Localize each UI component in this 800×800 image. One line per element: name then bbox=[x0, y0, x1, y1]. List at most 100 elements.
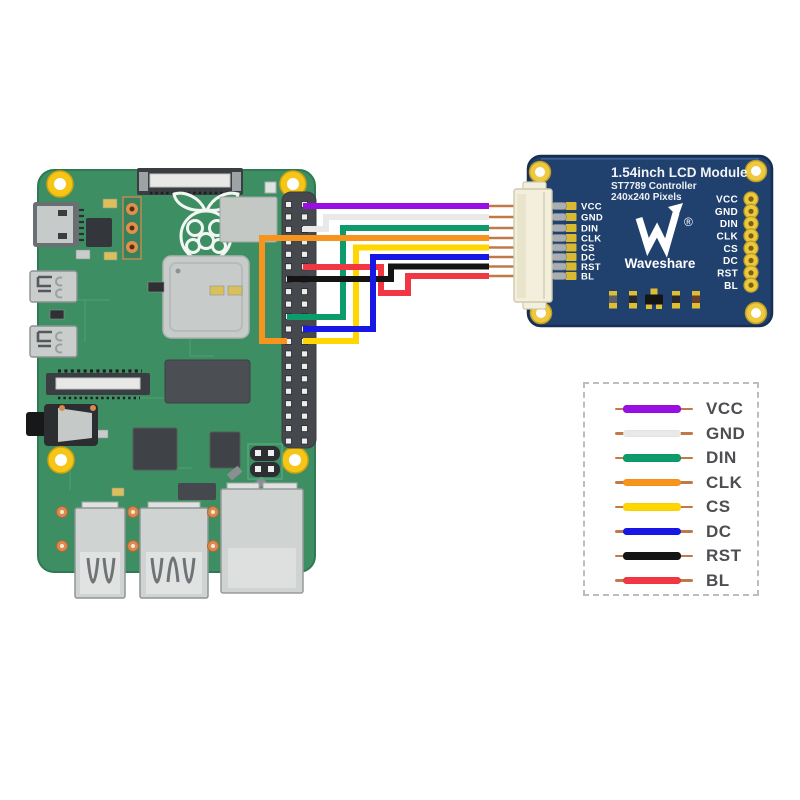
gpio-pin bbox=[301, 425, 308, 433]
pcb-vias bbox=[56, 506, 219, 552]
lcd-left-pin-labels: VCC GND DIN CLK CS DC RST BL bbox=[581, 202, 603, 283]
gpio-pin bbox=[301, 400, 308, 408]
solder-pad bbox=[565, 234, 577, 242]
brand-label: Waveshare bbox=[625, 256, 696, 271]
chip bbox=[86, 218, 112, 247]
legend-wire-swatch bbox=[615, 478, 693, 487]
wire-clk bbox=[259, 235, 489, 344]
gpio-pin bbox=[285, 300, 292, 308]
legend-wire-swatch bbox=[615, 405, 693, 413]
legend-wire-swatch bbox=[615, 454, 693, 462]
gpio-pin bbox=[301, 387, 308, 395]
camera-ribbon-connector bbox=[137, 168, 243, 195]
crimp-contact bbox=[551, 234, 567, 242]
wire-copper-tips bbox=[486, 204, 516, 278]
solder-pad bbox=[565, 243, 577, 252]
gpio-pin bbox=[285, 201, 292, 208]
chip bbox=[209, 431, 241, 469]
usb-stack-2 bbox=[139, 501, 209, 599]
legend-label: RST bbox=[706, 546, 742, 566]
smd-component bbox=[264, 181, 277, 194]
lcd-breakout-pads bbox=[743, 191, 759, 293]
legend-row: CLK bbox=[585, 471, 757, 496]
legend-label: DC bbox=[706, 521, 732, 541]
lcd-smd-components bbox=[609, 288, 700, 309]
pad-label: BL bbox=[724, 281, 738, 292]
legend-row: DC bbox=[585, 520, 757, 545]
pi-mounting-holes bbox=[46, 170, 309, 474]
usb-port-side-2 bbox=[29, 325, 78, 358]
gpio-pin bbox=[285, 412, 292, 420]
solder-pad bbox=[565, 213, 577, 221]
wire-cs bbox=[303, 244, 489, 344]
gpio-pin bbox=[285, 400, 292, 408]
legend-label: GND bbox=[706, 423, 746, 443]
usb-port-side-1 bbox=[29, 270, 78, 303]
gpio-pin bbox=[285, 250, 292, 258]
crimp-contact bbox=[551, 272, 567, 280]
gpio-pin bbox=[301, 412, 308, 420]
gpio-pin bbox=[301, 250, 308, 258]
gpio-pin bbox=[285, 437, 292, 445]
breakout-pad-hole bbox=[748, 196, 754, 202]
lcd-title: 1.54inch LCD Module bbox=[611, 165, 748, 180]
wire-dc bbox=[303, 254, 489, 332]
breakout-pad-hole bbox=[748, 245, 754, 251]
wire-gnd bbox=[303, 214, 489, 232]
legend-wire-swatch bbox=[615, 429, 693, 438]
legend-wire-swatch bbox=[615, 576, 693, 585]
registered-mark: ® bbox=[684, 215, 693, 229]
pin-label: DIN bbox=[581, 224, 598, 235]
audio-jack bbox=[26, 404, 98, 446]
gpio-pin bbox=[285, 387, 292, 395]
legend-label: BL bbox=[706, 570, 730, 590]
usb-stack-1 bbox=[74, 501, 126, 599]
jst-connector bbox=[513, 181, 577, 310]
gpio-pin bbox=[285, 263, 292, 271]
pin-label: BL bbox=[581, 272, 594, 283]
legend-row: GND bbox=[585, 422, 757, 447]
pin-label: RST bbox=[581, 262, 601, 273]
pin-label: DC bbox=[581, 253, 595, 264]
legend-row: CS bbox=[585, 495, 757, 520]
pad-label: CLK bbox=[717, 232, 739, 243]
breakout-pad-hole bbox=[748, 270, 754, 276]
legend-label: VCC bbox=[706, 399, 744, 419]
legend-row: RST bbox=[585, 544, 757, 569]
hdmi-port bbox=[33, 202, 84, 247]
pin-label: GND bbox=[581, 213, 603, 224]
pad-label: RST bbox=[717, 269, 738, 280]
pin-label: VCC bbox=[581, 202, 602, 213]
gpio-pin bbox=[301, 300, 308, 308]
lcd-right-pad-labels: VCC GND DIN CLK CS DC RST BL bbox=[715, 195, 739, 293]
wire-bl bbox=[303, 264, 489, 296]
wire-rst bbox=[287, 263, 489, 282]
smd-components bbox=[49, 198, 267, 497]
wire-color-legend: VCC GND DIN CLK CS DC RST BL bbox=[583, 382, 759, 596]
crimp-contact bbox=[551, 262, 567, 271]
gpio-pin bbox=[301, 375, 308, 383]
gpio-pin bbox=[285, 213, 292, 221]
display-ribbon-connector bbox=[46, 369, 150, 400]
legend-label: DIN bbox=[706, 448, 737, 468]
gpio-pin bbox=[301, 437, 308, 445]
legend-wire-swatch bbox=[615, 527, 693, 536]
pin-label: CS bbox=[581, 243, 595, 254]
breakout-pad-hole bbox=[748, 208, 754, 214]
lcd-module-board: 1.54inch LCD Module ST7789 Controller 24… bbox=[513, 154, 774, 328]
chip bbox=[178, 483, 216, 500]
crimp-contact bbox=[551, 202, 567, 210]
pad-label: DIN bbox=[720, 219, 738, 230]
metal-shield bbox=[219, 196, 278, 243]
gpio-pin bbox=[285, 325, 292, 333]
pin-header-2x2 bbox=[247, 443, 283, 480]
gpio-pin bbox=[301, 350, 308, 358]
lcd-controller: ST7789 Controller bbox=[611, 181, 697, 192]
crimp-contact bbox=[551, 253, 567, 261]
chip bbox=[132, 427, 178, 471]
breakout-pad-hole bbox=[748, 257, 754, 264]
gpio-pin bbox=[285, 350, 292, 358]
gpio-pin bbox=[301, 288, 308, 296]
crimp-contact bbox=[551, 224, 567, 232]
